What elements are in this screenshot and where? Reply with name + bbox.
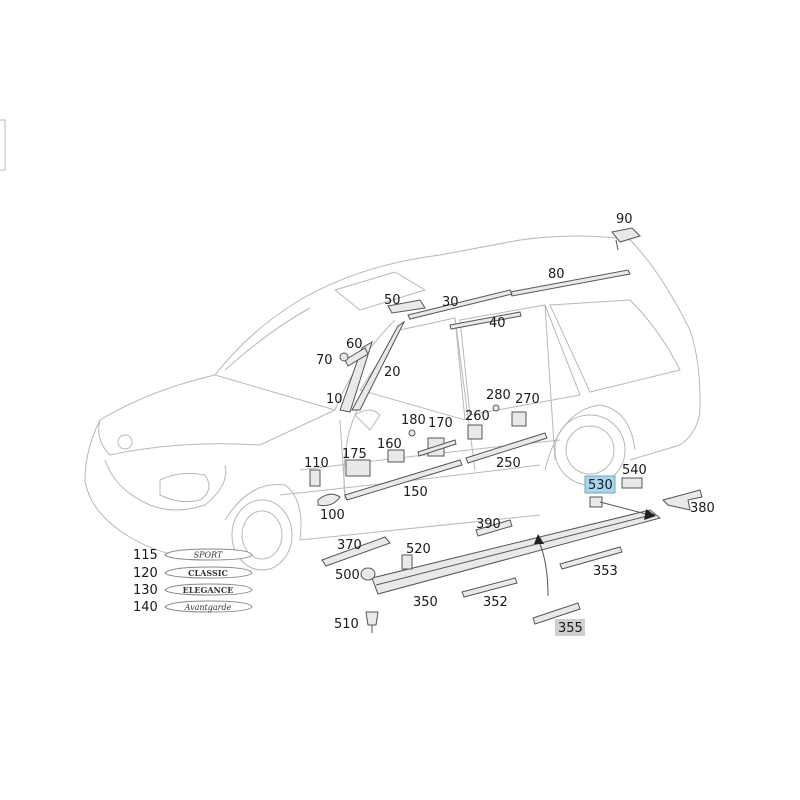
label-150[interactable]: 150 bbox=[403, 485, 428, 500]
badge-classic-text: CLASSIC bbox=[188, 568, 228, 578]
label-355[interactable]: 355 bbox=[558, 621, 583, 636]
label-170[interactable]: 170 bbox=[428, 416, 453, 431]
label-175[interactable]: 175 bbox=[342, 447, 367, 462]
label-20[interactable]: 20 bbox=[384, 365, 401, 380]
label-370[interactable]: 370 bbox=[337, 538, 362, 553]
label-350[interactable]: 350 bbox=[413, 595, 438, 610]
label-60[interactable]: 60 bbox=[346, 337, 363, 352]
part-labels: 90 80 50 30 40 60 70 20 10 280 270 180 1… bbox=[133, 212, 715, 636]
label-353[interactable]: 353 bbox=[593, 564, 618, 579]
label-390[interactable]: 390 bbox=[476, 517, 501, 532]
label-352[interactable]: 352 bbox=[483, 595, 508, 610]
label-530[interactable]: 530 bbox=[588, 478, 613, 493]
badge-sport: SPORT bbox=[164, 548, 253, 561]
badge-elegance: ELEGANCE bbox=[164, 583, 253, 596]
label-90[interactable]: 90 bbox=[616, 212, 633, 227]
label-70[interactable]: 70 bbox=[316, 353, 333, 368]
label-40[interactable]: 40 bbox=[489, 316, 506, 331]
label-260[interactable]: 260 bbox=[465, 409, 490, 424]
label-30[interactable]: 30 bbox=[442, 295, 459, 310]
label-520[interactable]: 520 bbox=[406, 542, 431, 557]
badge-avantgarde-text: Avantgarde bbox=[184, 603, 232, 612]
label-380[interactable]: 380 bbox=[690, 501, 715, 516]
label-270[interactable]: 270 bbox=[515, 392, 540, 407]
car-outline bbox=[0, 119, 701, 571]
label-115[interactable]: 115 bbox=[133, 548, 158, 563]
label-250[interactable]: 250 bbox=[496, 456, 521, 471]
badge-classic: CLASSIC bbox=[164, 566, 253, 579]
parts bbox=[309, 227, 703, 633]
badge-elegance-text: ELEGANCE bbox=[183, 585, 234, 595]
highlight-355 bbox=[555, 619, 585, 636]
label-80[interactable]: 80 bbox=[548, 267, 565, 282]
badge-group: SPORT CLASSIC ELEGANCE Avantgarde bbox=[164, 548, 253, 613]
label-110[interactable]: 110 bbox=[304, 456, 329, 471]
label-10[interactable]: 10 bbox=[326, 392, 343, 407]
label-180[interactable]: 180 bbox=[401, 413, 426, 428]
label-500[interactable]: 500 bbox=[335, 568, 360, 583]
label-100[interactable]: 100 bbox=[320, 508, 345, 523]
label-160[interactable]: 160 bbox=[377, 437, 402, 452]
label-540[interactable]: 540 bbox=[622, 463, 647, 478]
label-120[interactable]: 120 bbox=[133, 566, 158, 581]
highlight-530 bbox=[584, 475, 616, 494]
label-280[interactable]: 280 bbox=[486, 388, 511, 403]
badge-avantgarde: Avantgarde bbox=[164, 600, 253, 613]
badge-sport-text: SPORT bbox=[194, 551, 223, 560]
label-130[interactable]: 130 bbox=[133, 583, 158, 598]
label-140[interactable]: 140 bbox=[133, 600, 158, 615]
label-510[interactable]: 510 bbox=[334, 617, 359, 632]
label-50[interactable]: 50 bbox=[384, 293, 401, 308]
